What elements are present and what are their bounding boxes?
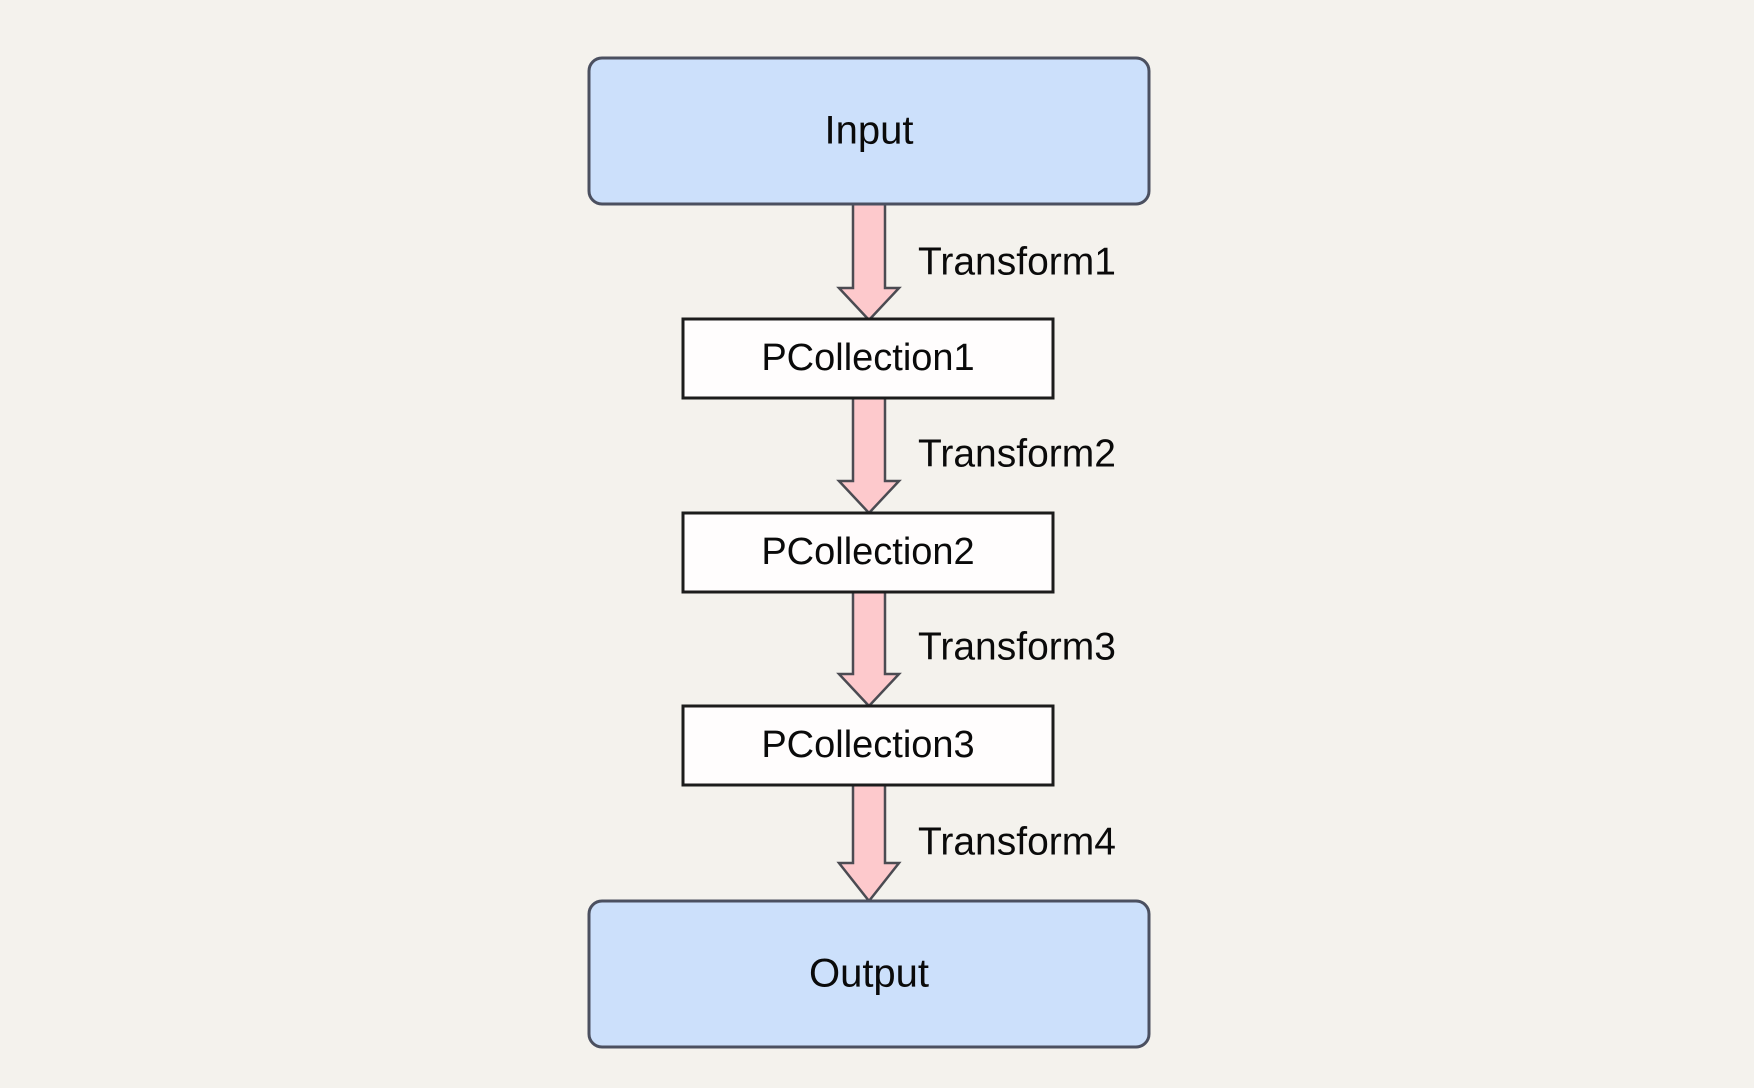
edge-label-transform4: Transform4 (918, 820, 1116, 863)
node-pcollection3-box[interactable] (681, 704, 1055, 787)
edge-input-to-pcollection1: Transform1 (836, 201, 1116, 322)
node-input[interactable]: Input (587, 56, 1151, 206)
node-output[interactable]: Output (587, 899, 1151, 1049)
node-input-box[interactable] (587, 56, 1151, 206)
arrow-shape-transform3 (836, 588, 902, 708)
node-pcollection1-label: PCollection1 (761, 337, 974, 379)
node-pcollection2-box[interactable] (681, 511, 1055, 594)
arrow-shape-transform1 (836, 201, 902, 322)
node-pcollection3-label: PCollection3 (761, 724, 974, 766)
edge-pcollection2-to-pcollection3: Transform3 (836, 588, 1116, 708)
node-pcollection2-label: PCollection2 (761, 531, 974, 573)
arrow-shape-transform4 (836, 777, 902, 904)
node-output-box[interactable] (587, 899, 1151, 1049)
edge-label-transform3: Transform3 (918, 625, 1116, 668)
node-pcollection1-box[interactable] (681, 317, 1055, 400)
node-pcollection2[interactable]: PCollection2 (681, 511, 1055, 594)
arrow-shape-transform2 (836, 395, 902, 515)
edge-pcollection1-to-pcollection2: Transform2 (836, 395, 1116, 515)
node-output-label: Output (809, 952, 929, 996)
edge-label-transform2: Transform2 (918, 432, 1116, 475)
node-pcollection1[interactable]: PCollection1 (681, 317, 1055, 400)
node-pcollection3[interactable]: PCollection3 (681, 704, 1055, 787)
edge-label-transform1: Transform1 (918, 240, 1116, 283)
node-input-label: Input (825, 109, 914, 153)
edge-pcollection3-to-output: Transform4 (836, 777, 1116, 904)
